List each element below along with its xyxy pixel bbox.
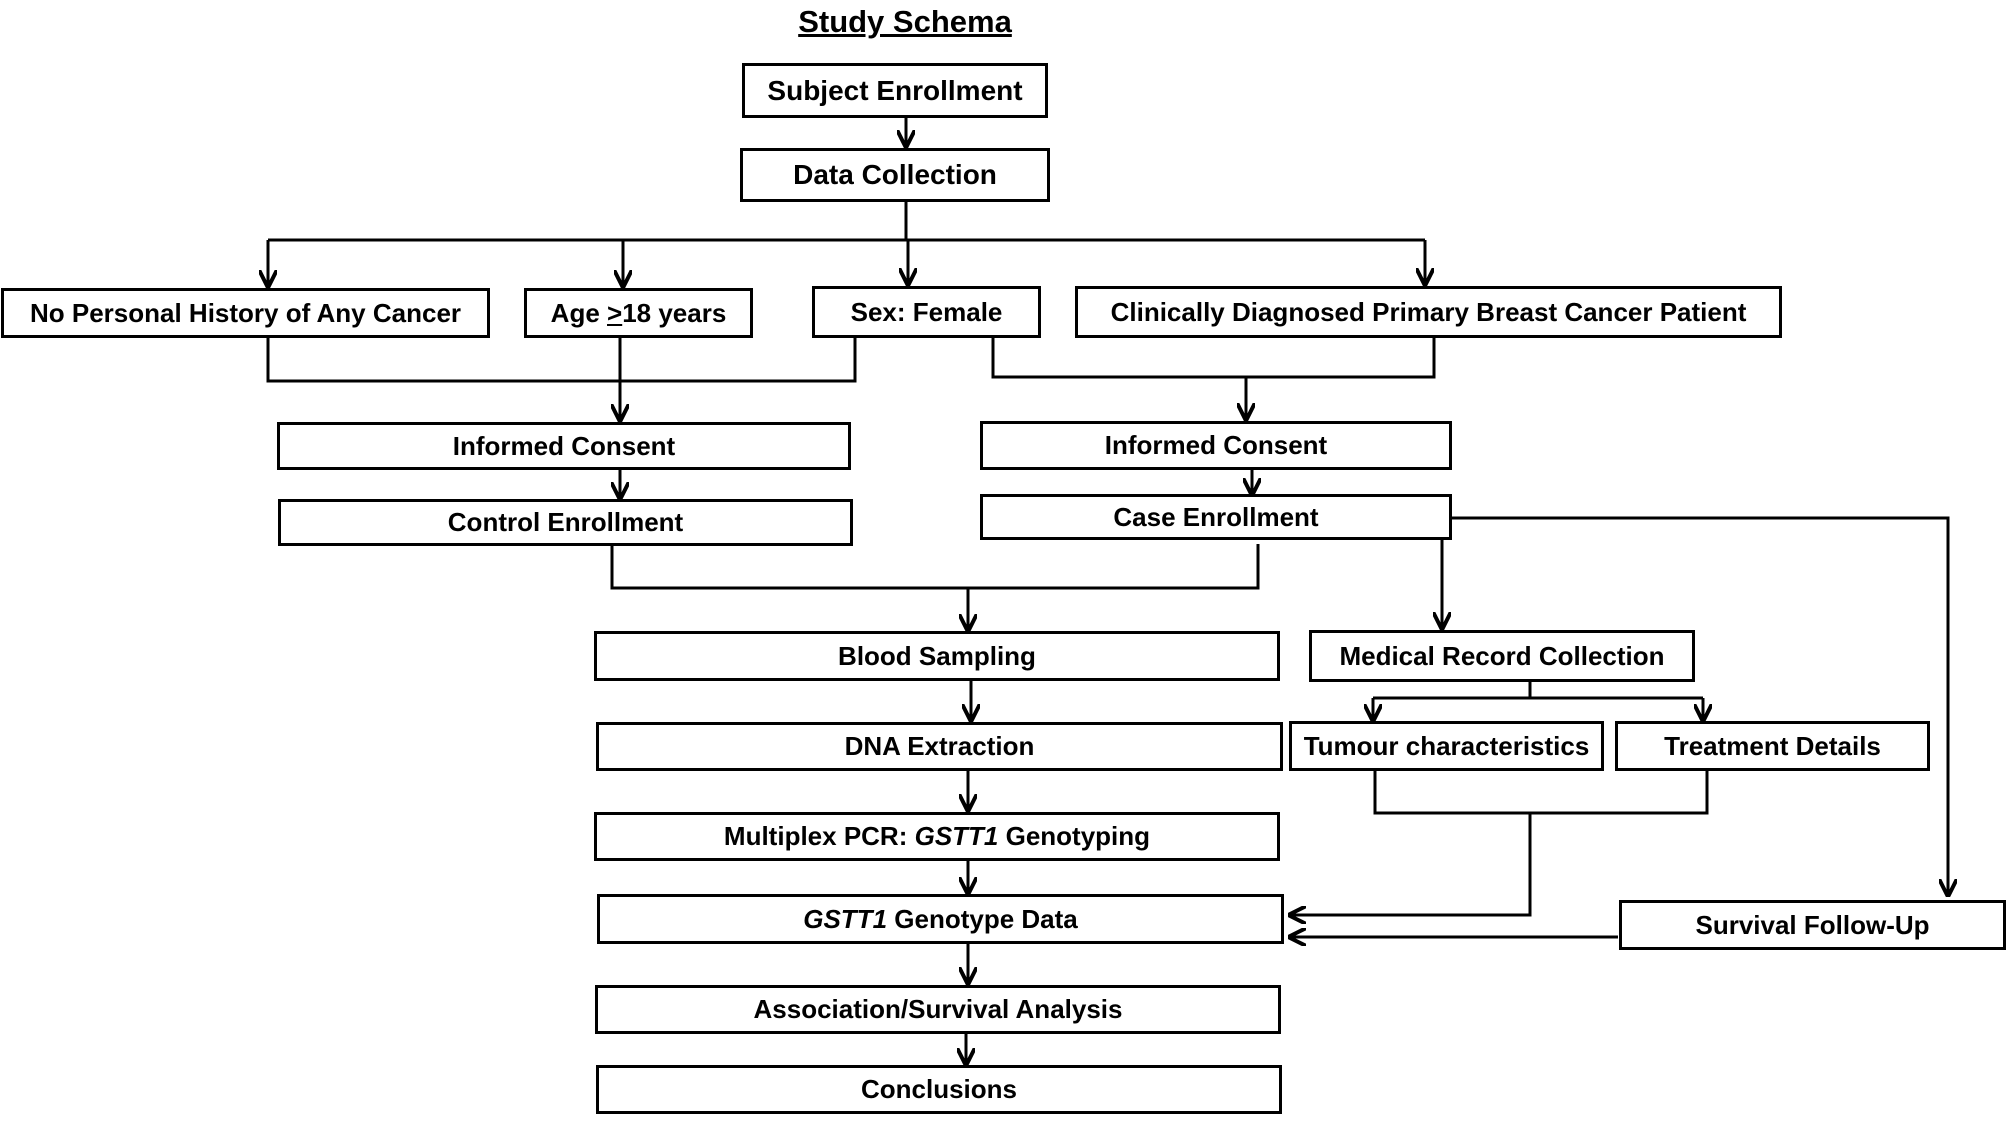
data-collection-box: Data Collection bbox=[740, 148, 1050, 202]
medical-record-box: Medical Record Collection bbox=[1309, 630, 1695, 682]
tumour-characteristics-box: Tumour characteristics bbox=[1289, 721, 1604, 771]
edge-details-to-genotype bbox=[1290, 813, 1532, 915]
dna-extraction-box: DNA Extraction bbox=[596, 722, 1283, 771]
conclusions-box: Conclusions bbox=[596, 1065, 1282, 1114]
blood-sampling-box: Blood Sampling bbox=[594, 631, 1280, 681]
informed-consent-case-box: Informed Consent bbox=[980, 421, 1452, 470]
treatment-details-box: Treatment Details bbox=[1615, 721, 1930, 771]
edge-enroll-merge bbox=[610, 544, 1260, 590]
age-label-prefix: Age bbox=[550, 297, 608, 328]
informed-consent-control-box: Informed Consent bbox=[277, 422, 851, 470]
edge-case-to-survival bbox=[1452, 516, 1948, 895]
edge-case-merge bbox=[991, 338, 1436, 379]
edge-details-merge bbox=[1373, 771, 1709, 815]
age-label-suffix: 18 years bbox=[622, 297, 727, 328]
no-history-box: No Personal History of Any Cancer bbox=[1, 288, 490, 338]
pcr-gene-name: GSTT1 bbox=[914, 821, 999, 851]
diagram-title: Study Schema bbox=[798, 4, 1012, 39]
control-enrollment-box: Control Enrollment bbox=[278, 499, 853, 546]
age-ge-symbol: > bbox=[607, 297, 623, 328]
age-box: Age >18 years bbox=[524, 288, 753, 338]
sex-box: Sex: Female bbox=[812, 286, 1041, 338]
analysis-box: Association/Survival Analysis bbox=[595, 985, 1281, 1034]
subject-enrollment-box: Subject Enrollment bbox=[742, 63, 1048, 118]
multiplex-pcr-box: Multiplex PCR: GSTT1 Genotyping bbox=[594, 812, 1280, 861]
genotype-data-box: GSTT1 Genotype Data bbox=[597, 894, 1284, 944]
genotype-label-suffix: Genotype Data bbox=[887, 903, 1078, 934]
survival-followup-box: Survival Follow-Up bbox=[1619, 900, 2006, 950]
pcr-label-suffix: Genotyping bbox=[998, 821, 1151, 851]
genotype-gene-name: GSTT1 bbox=[803, 903, 888, 934]
edge-control-merge bbox=[266, 338, 857, 383]
pcr-label-prefix: Multiplex PCR: bbox=[723, 821, 915, 851]
diagnosed-box: Clinically Diagnosed Primary Breast Canc… bbox=[1075, 286, 1782, 338]
case-enrollment-box: Case Enrollment bbox=[980, 494, 1452, 540]
